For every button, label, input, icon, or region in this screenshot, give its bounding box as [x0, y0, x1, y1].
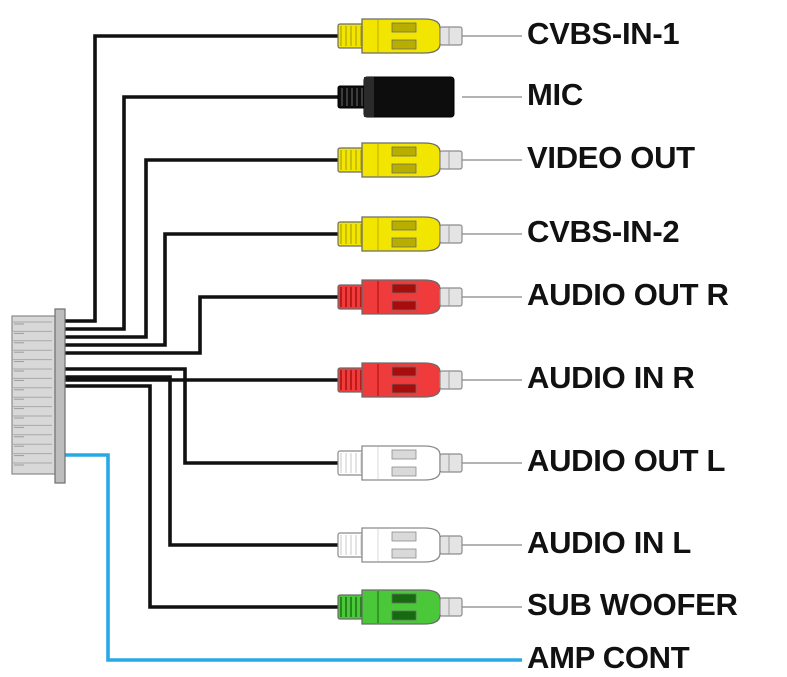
harness-connector-block-icon — [11, 308, 66, 484]
label-audio-in-l: AUDIO IN L — [527, 525, 692, 560]
wire-amp-cont — [65, 453, 440, 662]
label-audio-out-r: AUDIO OUT R — [527, 277, 729, 312]
label-audio-out-l: AUDIO OUT L — [527, 443, 726, 478]
wires-layer — [61, 34, 522, 662]
wire-cvbs-in-1 — [65, 34, 338, 323]
label-cvbs-in-1: CVBS-IN-1 — [527, 16, 680, 51]
rca-plug-icon-audio-in-l — [337, 527, 463, 563]
label-video-out: VIDEO OUT — [527, 140, 695, 175]
rca-plug-icon-video-out — [337, 142, 463, 178]
plugs-layer — [337, 18, 463, 625]
rca-plug-icon-audio-in-r — [337, 362, 463, 398]
wire-audio-in-l — [65, 375, 338, 547]
rca-plug-icon-audio-out-l — [337, 445, 463, 481]
wire-audio-out-l — [65, 367, 338, 465]
wire-audio-out-r — [65, 295, 338, 355]
rca-plug-icon-sub-woofer — [337, 589, 463, 625]
label-cvbs-in-2: CVBS-IN-2 — [527, 214, 680, 249]
wire-video-out — [65, 158, 338, 339]
rca-plug-icon-audio-out-r — [337, 279, 463, 315]
wire-sub-woofer — [65, 384, 338, 609]
label-audio-in-r: AUDIO IN R — [527, 360, 695, 395]
rca-plug-icon-cvbs-in-1 — [337, 18, 463, 54]
mic-jack-icon-mic — [337, 76, 455, 118]
rca-plug-icon-cvbs-in-2 — [337, 216, 463, 252]
label-amp-cont: AMP CONT — [527, 640, 690, 675]
label-sub-woofer: SUB WOOFER — [527, 587, 738, 622]
label-mic: MIC — [527, 77, 583, 112]
wire-mic — [65, 95, 338, 331]
wire-cvbs-in-2 — [65, 232, 338, 347]
